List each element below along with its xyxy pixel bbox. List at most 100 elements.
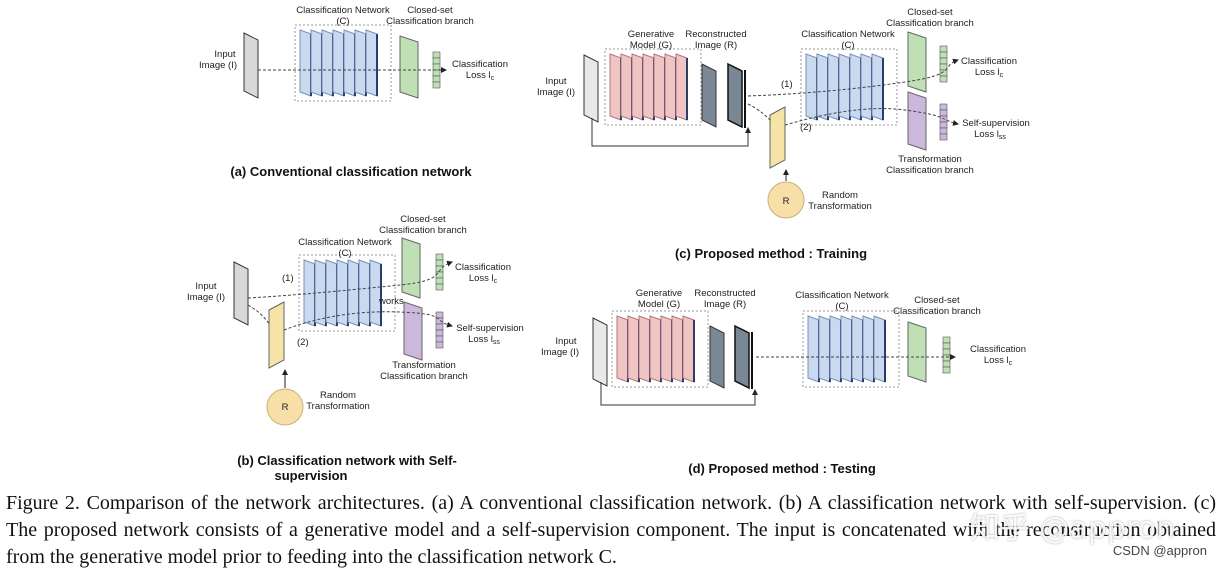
panel-c-ss-loss-vector (939, 103, 948, 141)
panel-b-closed-set-branch (401, 237, 421, 299)
loss-vector-cell (435, 323, 444, 331)
network-layer-block (336, 259, 349, 327)
loss-vector-cell (939, 51, 948, 59)
network-layer-block (347, 259, 360, 327)
loss-vector-cell (432, 69, 441, 77)
panel-c-input-image (583, 54, 599, 123)
network-layer-block (873, 315, 886, 383)
panel-c-path-1-label: (1) (781, 79, 793, 90)
panel-d-skip-path (600, 382, 758, 406)
panel-b-cls-loss-vector (435, 253, 444, 291)
block-group-outline (298, 254, 396, 332)
loss-vector-cell (432, 63, 441, 71)
panel-d-classification-network (802, 310, 900, 388)
loss-vector-cell (432, 51, 441, 59)
loss-vector-cell (435, 317, 444, 325)
panel-b-path-2b (283, 311, 453, 331)
panel-c-cls-loss-vector (939, 45, 948, 83)
block-group-outline (800, 48, 898, 126)
loss-vector-cell (432, 75, 441, 83)
network-layer-block (365, 29, 378, 97)
figure-caption: Figure 2. Comparison of the network arch… (6, 492, 1216, 568)
loss-vector-cell (435, 311, 444, 319)
network-layer-block (682, 315, 695, 383)
panel-a-caption: (a) Conventional classification network (230, 164, 472, 179)
loss-vector-cell (435, 271, 444, 279)
panel-d-caption: (d) Proposed method : Testing (688, 461, 876, 476)
network-layer-block (649, 315, 662, 383)
panel-b-path-2-label: (2) (297, 337, 309, 348)
panel-c-caption: (c) Proposed method : Training (675, 246, 867, 261)
loss-vector-cell (942, 348, 951, 356)
loss-vector-cell (435, 283, 444, 291)
panel-c-path-2 (747, 103, 773, 123)
network-layer-block (807, 315, 820, 383)
loss-vector-cell (435, 259, 444, 267)
loss-vector-cell (435, 253, 444, 261)
loss-vector-cell (939, 75, 948, 83)
loss-subscript: c (491, 75, 495, 82)
network-layer-block (642, 53, 655, 121)
network-layer-block (851, 315, 864, 383)
network-layer-block (829, 315, 842, 383)
network-layer-block (369, 259, 382, 327)
panel-b-cnet-label: Classification Network(C) (298, 237, 392, 259)
network-layer-block (299, 29, 312, 97)
panel-d-generative-model (611, 310, 709, 388)
network-layer-block (616, 315, 629, 383)
block-group-outline (802, 310, 900, 388)
panel-c-path-2-label: (2) (800, 122, 812, 133)
loss-vector-cell (939, 103, 948, 111)
network-layer-block (660, 315, 673, 383)
network-layer-block (638, 315, 651, 383)
network-layer-block (358, 259, 371, 327)
panel-b-r-circle (266, 388, 304, 426)
panel-b-path-1 (247, 260, 453, 299)
network-layer-block (862, 315, 875, 383)
loss-vector-cell (435, 329, 444, 337)
loss-vector-cell (939, 127, 948, 135)
network-layer-block (325, 259, 338, 327)
panel-c-reconstructed-image (701, 63, 717, 128)
panel-a-input-image (243, 32, 259, 99)
loss-vector-cell (942, 342, 951, 350)
network-layer-block (818, 315, 831, 383)
panel-b-caption: (b) Classification network with Self-sup… (237, 453, 457, 483)
panel-a-loss-vector (432, 51, 441, 89)
panel-c-concat-image (727, 62, 743, 129)
panel-d-reconstructed-image (709, 325, 725, 389)
network-layer-block (805, 53, 818, 121)
loss-vector-cell (942, 360, 951, 368)
panel-b-transformation-branch (403, 301, 423, 361)
loss-vector-cell (432, 57, 441, 65)
panel-b-path-1-label: (1) (282, 273, 294, 284)
loss-vector-cell (939, 57, 948, 65)
panel-c-path-2b (784, 108, 959, 126)
panel-a-cnet-label: Classification Network(C) (296, 5, 390, 27)
network-layer-block (631, 53, 644, 121)
panel-d-concat-image (734, 324, 750, 390)
network-layer-block (620, 53, 633, 121)
network-layer-block (816, 53, 829, 121)
panel-b-r-label: R (282, 402, 289, 413)
panel-d-cnet-label: Classification Network(C) (795, 290, 889, 312)
panel-b-input-image (233, 261, 249, 326)
